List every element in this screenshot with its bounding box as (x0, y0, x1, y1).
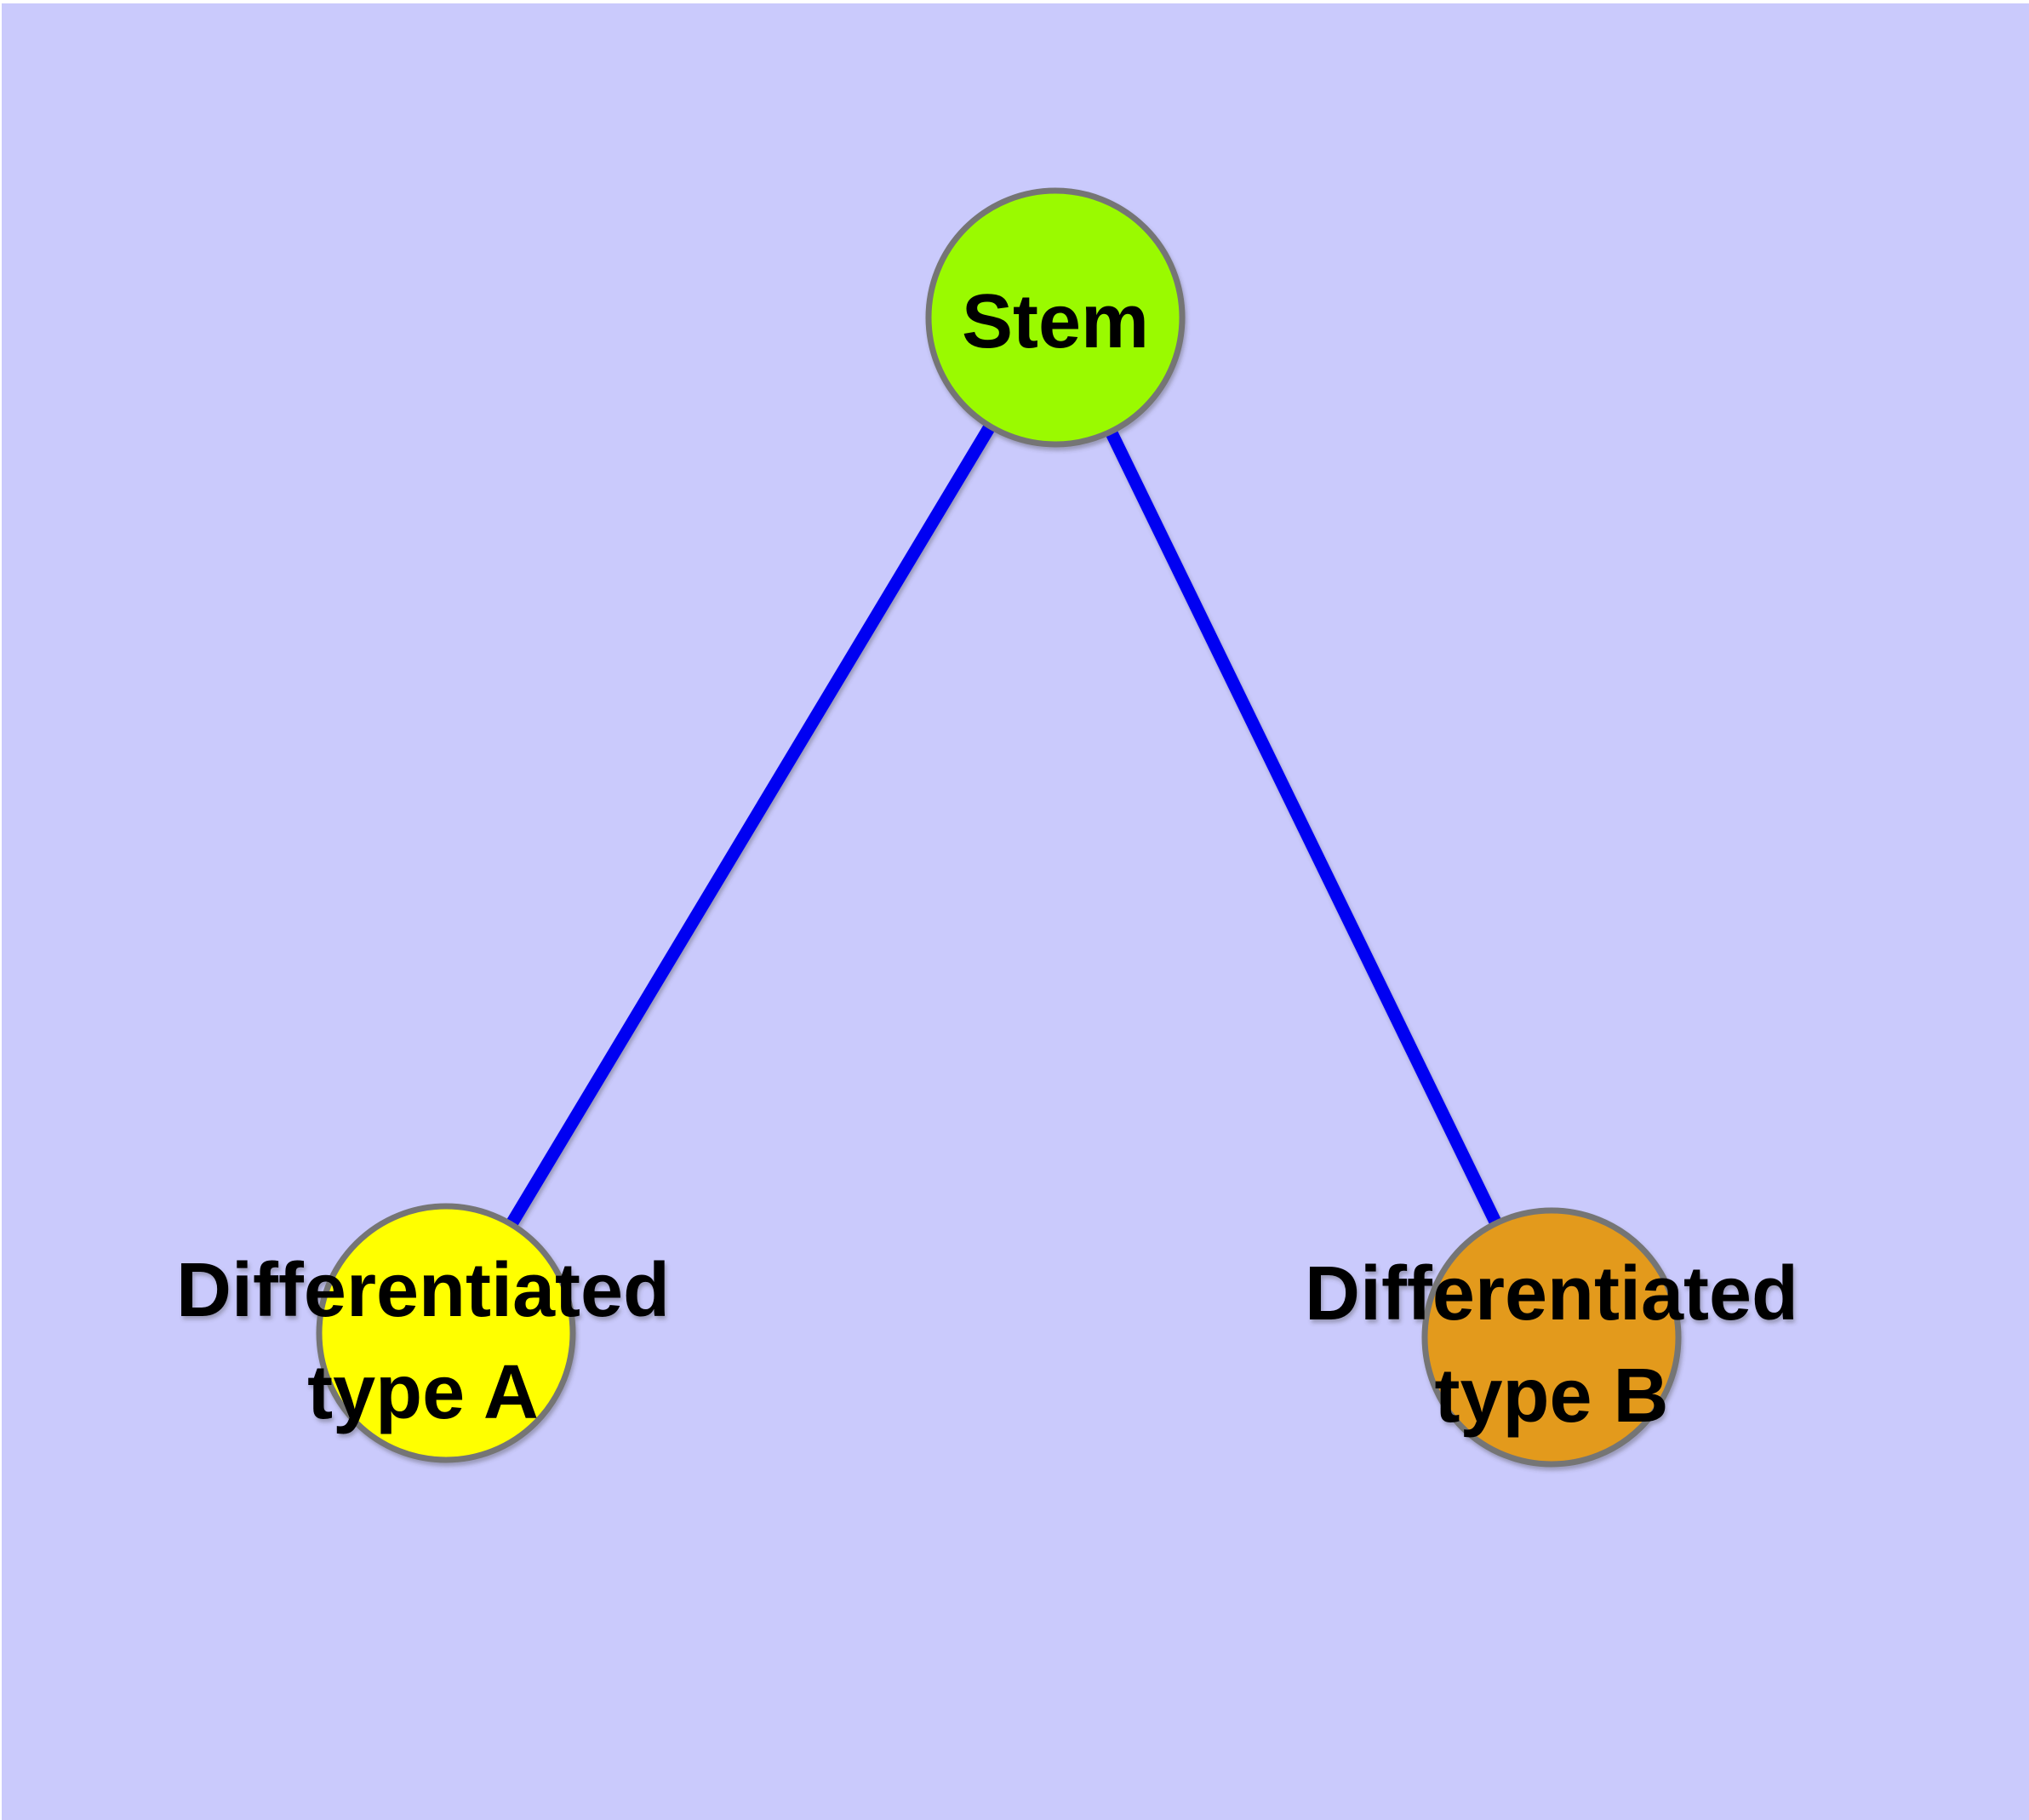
node-stem (925, 187, 1186, 448)
edge-stem-to-type-a (440, 314, 1061, 1336)
graph-content: Stem Differentiated type A Differentiate… (176, 187, 1798, 1468)
node-type-b-label-line1: Differentiated (1305, 1251, 1798, 1336)
node-differentiated-type-b (1421, 1207, 1682, 1468)
node-type-a-label-line2: type A (307, 1350, 539, 1435)
node-stem-label: Stem (962, 279, 1149, 364)
node-type-a-label-line1: Differentiated (176, 1248, 670, 1333)
edge-stem-to-type-b (1049, 314, 1557, 1341)
node-type-b-label-line2: type B (1434, 1354, 1668, 1439)
node-differentiated-type-a (316, 1203, 576, 1463)
